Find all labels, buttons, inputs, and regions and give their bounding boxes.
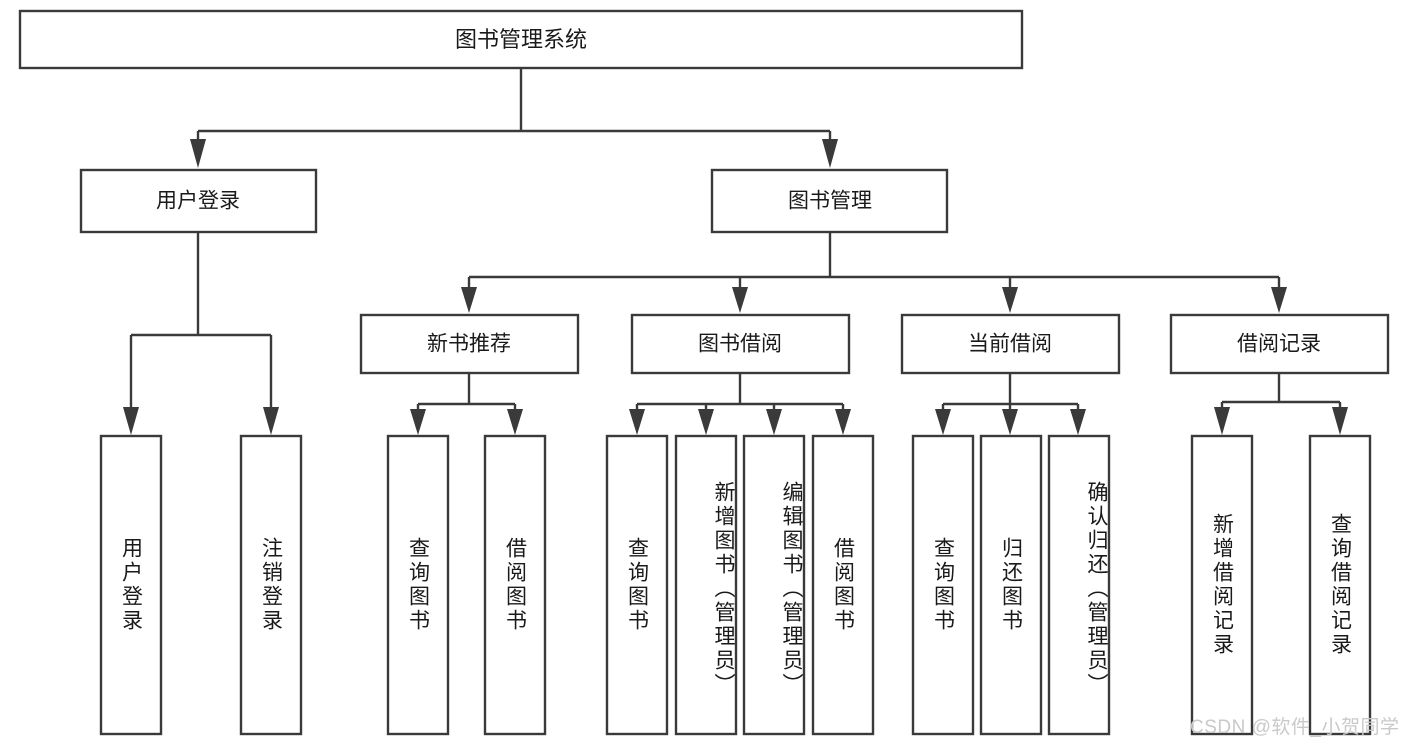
node-leaf-user-login-box[interactable] (99, 434, 163, 736)
arrow-head-borrow-record (1271, 287, 1287, 313)
node-borrow-record-box[interactable] (1169, 313, 1390, 375)
node-current-borrow-box[interactable] (900, 313, 1121, 375)
connector-layer (123, 68, 1348, 435)
node-leaf-add-book-box[interactable] (674, 434, 738, 736)
arrow-head-leaf-query-book-3 (935, 409, 951, 435)
node-book-borrow-box[interactable] (630, 313, 851, 375)
arrow-head-new-book-rec (461, 287, 477, 313)
node-leaf-query-book-1-box[interactable] (386, 434, 450, 736)
arrow-head-leaf-add-record (1214, 407, 1230, 435)
node-current-borrow-label: 当前借阅 (968, 333, 1052, 356)
node-leaf-query-record-box[interactable] (1308, 434, 1372, 736)
node-new-book-rec-box[interactable] (359, 313, 580, 375)
arrow-head-leaf-query-record (1332, 407, 1348, 435)
csdn-watermark: CSDN @软件_小贺同学 (1190, 717, 1400, 738)
arrow-head-book-borrow (732, 287, 748, 313)
node-layer: 图书管理系统 用户登录 图书管理 新书推荐 图书借阅 当前借阅 借阅记录 (18, 9, 1390, 736)
arrow-head-leaf-confirm-return (1070, 409, 1086, 435)
arrow-head-leaf-add-book (698, 409, 714, 435)
node-leaf-add-record-box[interactable] (1190, 434, 1254, 736)
node-leaf-user-logout-box[interactable] (239, 434, 303, 736)
node-leaf-edit-book-box[interactable] (742, 434, 806, 736)
node-book-manage-label: 图书管理 (788, 190, 872, 213)
node-leaf-confirm-return-box[interactable] (1047, 434, 1111, 736)
node-leaf-return-book-box[interactable] (979, 434, 1043, 736)
node-root-box[interactable] (18, 9, 1024, 70)
arrow-head-leaf-borrow-book-1 (507, 409, 523, 435)
node-leaf-query-book-3-box[interactable] (911, 434, 975, 736)
node-book-manage-box[interactable] (710, 168, 949, 234)
arrow-head-leaf-query-book-2 (629, 409, 645, 435)
arrow-head-leaf-user-logout (263, 407, 279, 435)
arrow-head-book-manage (822, 139, 838, 168)
node-new-book-rec-label: 新书推荐 (427, 333, 511, 356)
arrow-head-leaf-user-login (123, 407, 139, 435)
node-user-login-box[interactable] (79, 168, 318, 234)
node-borrow-record-label: 借阅记录 (1237, 333, 1321, 356)
arrow-head-leaf-query-book-1 (410, 409, 426, 435)
node-book-borrow-label: 图书借阅 (698, 333, 782, 356)
node-user-login-label: 用户登录 (156, 190, 240, 213)
arrow-head-leaf-return-book (1002, 409, 1018, 435)
node-root-label: 图书管理系统 (455, 27, 587, 52)
node-leaf-borrow-book-1-box[interactable] (483, 434, 547, 736)
node-leaf-borrow-book-2-box[interactable] (811, 434, 875, 736)
arrow-head-current-borrow (1002, 287, 1018, 313)
arrow-head-leaf-borrow-book-2 (835, 409, 851, 435)
arrow-head-user-login (190, 139, 206, 168)
node-leaf-query-book-2-box[interactable] (605, 434, 669, 736)
arrow-head-leaf-edit-book (766, 409, 782, 435)
